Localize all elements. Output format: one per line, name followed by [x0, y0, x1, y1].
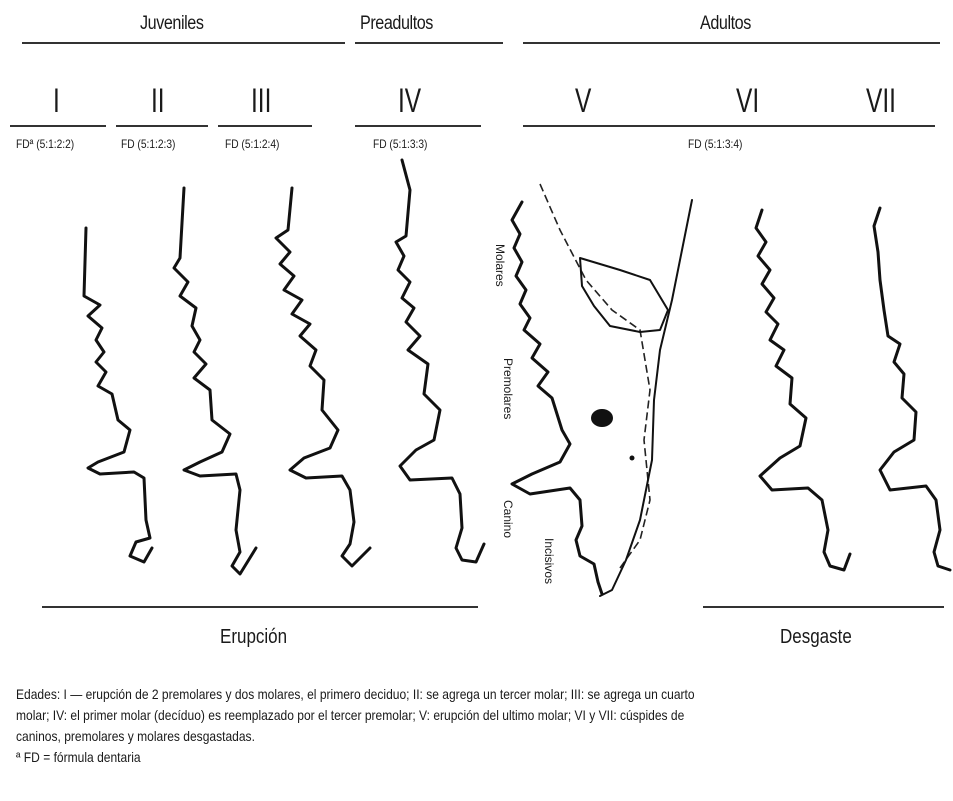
caption-line-1: Edades: I — erupción de 2 premolares y d…: [16, 684, 945, 705]
stage-label-iv: IV: [398, 82, 421, 121]
phase-label-erupcion: Erupción: [220, 626, 287, 649]
formula-stage-iii: FD (5:1:2:4): [225, 137, 279, 151]
formula-stage-i: FDª (5:1:2:2): [16, 137, 74, 151]
stage-label-vi: VI: [736, 82, 759, 121]
caption-line-3: caninos, premolares y molares desgastada…: [16, 726, 945, 747]
label-premolares: Premolares: [501, 358, 515, 419]
stage-label-iii: III: [251, 82, 271, 121]
caption-line-2: molar; IV: el primer molar (decíduo) es …: [16, 705, 945, 726]
stage-label-i: I: [53, 82, 60, 121]
label-incisivos: Incisivos: [542, 538, 556, 584]
label-canino: Canino: [501, 500, 515, 538]
formula-stage-iv: FD (5:1:3:3): [373, 137, 427, 151]
foramen-stage-v: [591, 409, 613, 427]
tooth-row-stage-iii: [276, 188, 370, 566]
group-label-adultos: Adultos: [700, 13, 751, 35]
formula-adult: FD (5:1:3:4): [688, 137, 742, 151]
stage-label-vii: VII: [866, 82, 896, 121]
label-molares: Molares: [493, 244, 507, 287]
tooth-row-stage-ii: [174, 188, 256, 574]
foramen-small-stage-v: [630, 456, 635, 461]
skull-outline-stage-v: [540, 184, 650, 568]
group-label-juveniles: Juveniles: [140, 13, 204, 35]
tooth-row-stage-iv: [396, 160, 484, 562]
tooth-row-stage-vii: [874, 208, 950, 570]
skull-orbit-stage-v: [580, 258, 668, 332]
tooth-row-stage-vi: [756, 210, 850, 570]
tooth-row-stage-i: [84, 228, 152, 562]
skull-rostrum-stage-v: [600, 200, 692, 596]
phase-label-desgaste: Desgaste: [780, 626, 852, 649]
group-label-preadultos: Preadultos: [360, 13, 433, 35]
figure-caption: Edades: I — erupción de 2 premolares y d…: [16, 684, 945, 768]
formula-stage-ii: FD (5:1:2:3): [121, 137, 175, 151]
stage-label-ii: II: [151, 82, 165, 121]
stage-label-v: V: [575, 82, 591, 121]
caption-footnote: ª FD = fórmula dentaria: [16, 747, 945, 768]
